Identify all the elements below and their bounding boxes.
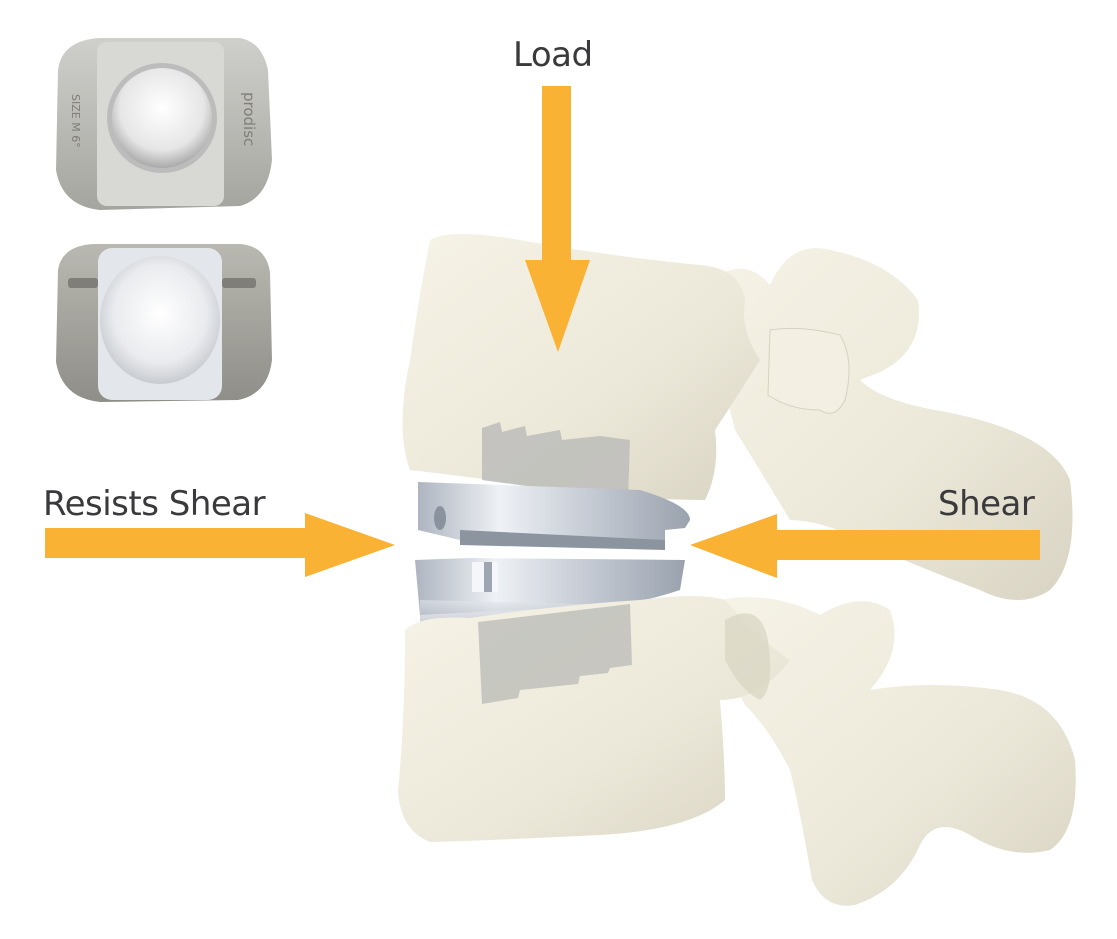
implant-top-view-inferior bbox=[56, 244, 272, 402]
disc-implant-side-view bbox=[415, 482, 690, 625]
porous-coating-upper bbox=[482, 422, 630, 500]
porous-coating-lower bbox=[478, 604, 632, 704]
upper-vertebral-body bbox=[402, 234, 760, 500]
load-label: Load bbox=[513, 35, 593, 75]
implant-top-view-superior: SIZE M 6° prodisc bbox=[56, 38, 272, 210]
implant-brand-engraving: prodisc bbox=[240, 92, 258, 146]
lower-vertebral-body bbox=[398, 596, 790, 842]
shear-arrow bbox=[690, 514, 1040, 578]
resists-shear-label: Resists Shear bbox=[43, 484, 266, 524]
load-arrow bbox=[525, 86, 590, 352]
shear-label: Shear bbox=[938, 484, 1035, 524]
implant-size-engraving: SIZE M 6° bbox=[69, 94, 82, 148]
vertebra-posterior-elements bbox=[700, 248, 1076, 906]
resists-shear-arrow bbox=[45, 513, 395, 577]
